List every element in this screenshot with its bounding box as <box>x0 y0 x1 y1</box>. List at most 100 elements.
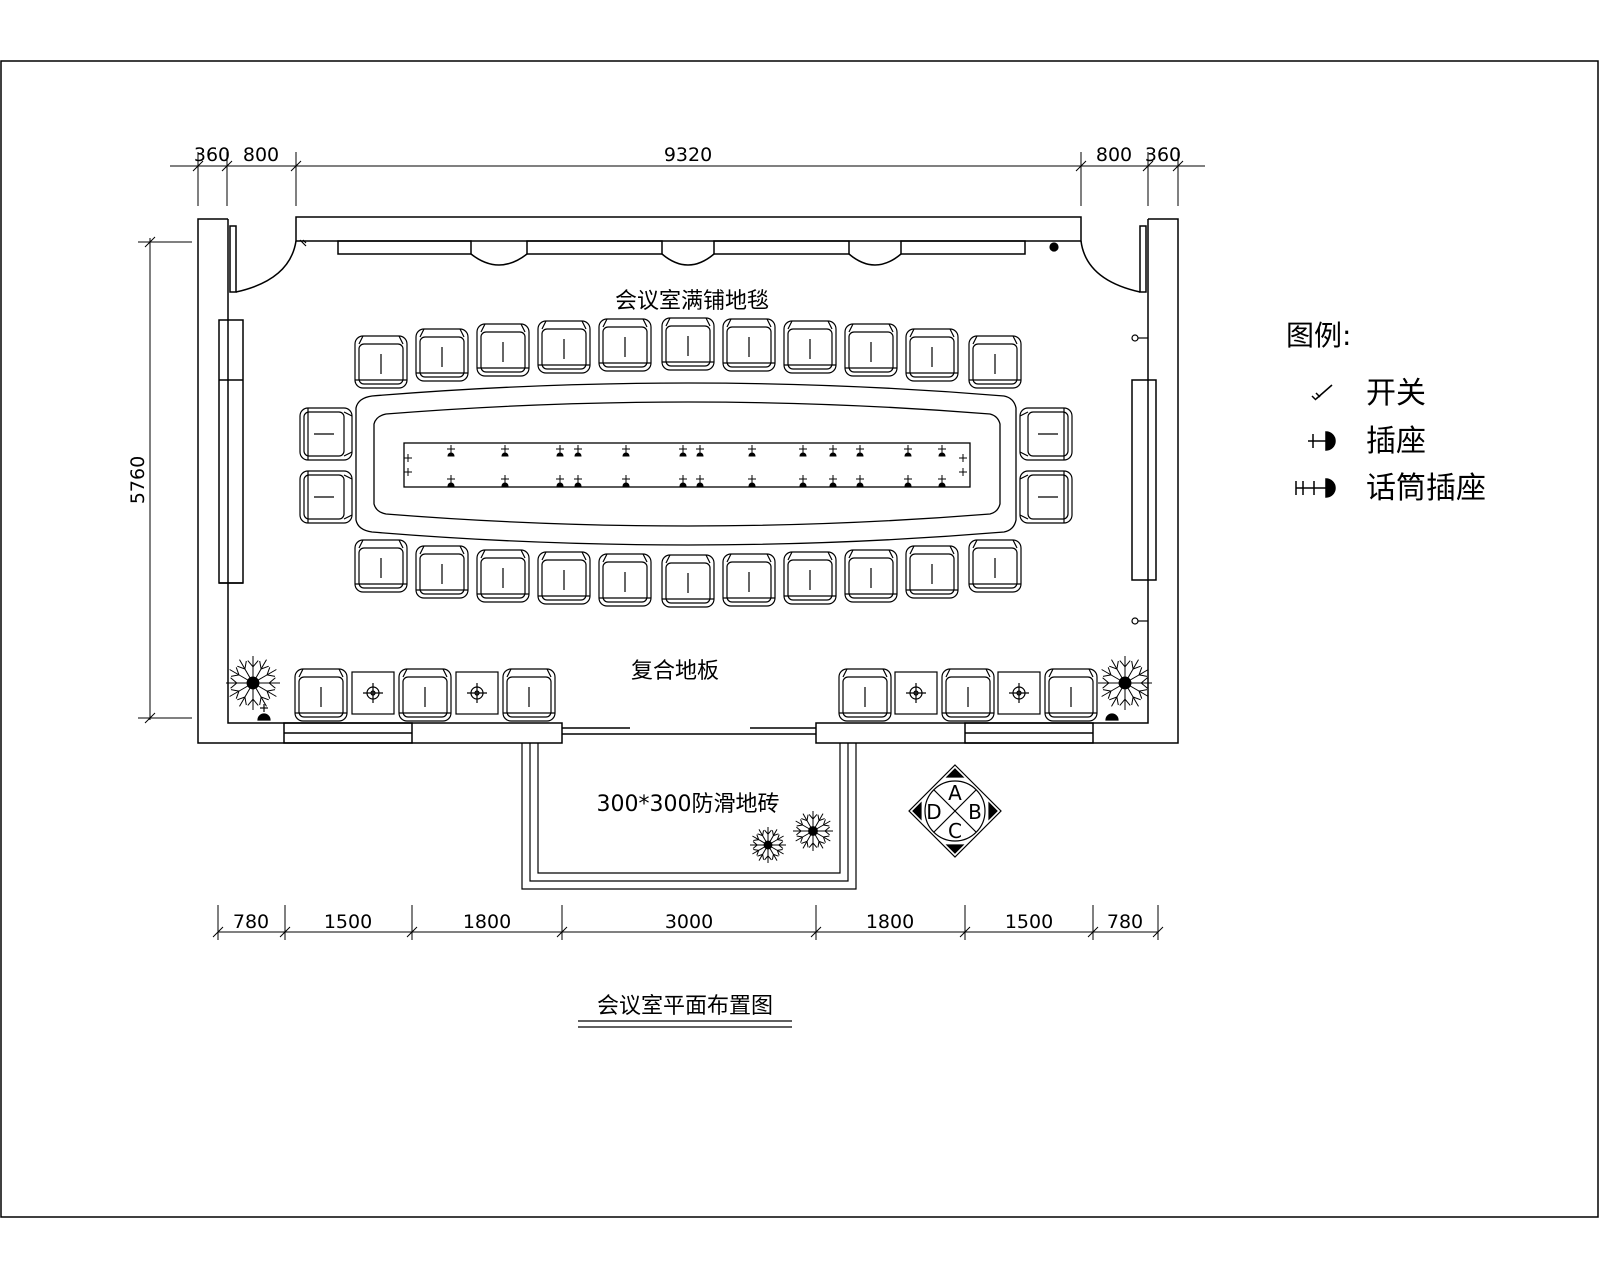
chair-bottom-2 <box>415 545 469 599</box>
table-outlet <box>799 475 807 487</box>
chair-bottom-11 <box>968 539 1022 593</box>
top-dim-4: 800 <box>1096 144 1132 166</box>
plant-lobby-2 <box>793 811 833 851</box>
table-outlet <box>799 445 807 457</box>
table-outlet <box>938 475 946 487</box>
chair-bottom-6 <box>661 554 715 608</box>
top-dimension-line <box>170 152 1205 206</box>
chair-top-8 <box>783 320 837 374</box>
table-outlet <box>501 475 509 487</box>
chair-right-1 <box>1019 407 1073 461</box>
chair-bottom-1 <box>354 539 408 593</box>
chair-bottom-4 <box>537 551 591 605</box>
compass-d: D <box>926 800 941 824</box>
top-dim-5: 360 <box>1145 144 1181 166</box>
table-outlet <box>574 445 582 457</box>
table-outlet <box>556 475 564 487</box>
table-outlet <box>938 445 946 457</box>
table-outlet <box>856 445 864 457</box>
chair-top-1 <box>354 335 408 389</box>
chair-wall-4 <box>838 668 892 722</box>
plants <box>226 656 1152 863</box>
top-dim-3: 9320 <box>664 144 712 166</box>
plant-right <box>1098 656 1152 710</box>
chair-top-4 <box>537 320 591 374</box>
chair-top-5 <box>598 318 652 372</box>
bottom-dim-4: 3000 <box>665 911 713 933</box>
table-outlet <box>829 475 837 487</box>
chair-top-11 <box>968 335 1022 389</box>
room-walls <box>197 216 1179 744</box>
conference-table <box>355 382 1017 546</box>
chair-wall-1 <box>294 668 348 722</box>
chair-bottom-5 <box>598 553 652 607</box>
chair-wall-3 <box>502 668 556 722</box>
top-dim-2: 800 <box>243 144 279 166</box>
bottom-dim-6: 1500 <box>1005 911 1053 933</box>
table-outlet <box>622 475 630 487</box>
chair-wall-6 <box>1044 668 1098 722</box>
table-outlet <box>904 475 912 487</box>
chair-wall-5 <box>941 668 995 722</box>
tile-label: 300*300防滑地砖 <box>597 792 780 817</box>
chair-bottom-3 <box>476 549 530 603</box>
carpet-label: 会议室满铺地毯 <box>615 289 769 314</box>
sheet-frame <box>0 60 1599 1218</box>
chair-top-6 <box>661 317 715 371</box>
chair-bottom-9 <box>844 549 898 603</box>
chair-top-7 <box>722 318 776 372</box>
table-outlet <box>748 475 756 487</box>
table-outlet <box>574 475 582 487</box>
side-table-3 <box>894 671 938 715</box>
table-outlet <box>501 445 509 457</box>
orientation-symbol <box>908 764 1002 858</box>
chair-left-1 <box>299 407 353 461</box>
table-outlet <box>679 445 687 457</box>
chair-top-2 <box>415 328 469 382</box>
bottom-dim-3: 1800 <box>463 911 511 933</box>
table-outlets <box>404 445 967 487</box>
legend-title: 图例: <box>1286 319 1351 352</box>
table-outlet <box>959 468 967 476</box>
switch-icon <box>1311 384 1333 401</box>
table-outlet <box>622 445 630 457</box>
plant-lobby-1 <box>750 827 786 863</box>
legend-label-socket: 插座 <box>1366 424 1426 459</box>
chair-top-9 <box>844 323 898 377</box>
side-table-2 <box>455 671 499 715</box>
left-dim: 5760 <box>127 456 149 504</box>
table-outlet <box>748 445 756 457</box>
chair-bottom-8 <box>783 551 837 605</box>
table-outlet <box>447 475 455 487</box>
socket-icon <box>1308 431 1336 451</box>
bottom-dimension-line <box>212 905 1164 940</box>
chair-wall-2 <box>398 668 452 722</box>
table-outlet <box>696 475 704 487</box>
bottom-dim-7: 780 <box>1107 911 1143 933</box>
legend-label-mic-socket: 话筒插座 <box>1366 471 1486 506</box>
wall-sockets <box>257 239 1148 721</box>
table-outlet <box>679 475 687 487</box>
top-dim-1: 360 <box>194 144 230 166</box>
chair-right-2 <box>1019 470 1073 524</box>
chair-bottom-10 <box>905 545 959 599</box>
chair-top-3 <box>476 323 530 377</box>
chair-bottom-7 <box>722 553 776 607</box>
chairs <box>294 317 1098 722</box>
table-outlet <box>904 445 912 457</box>
table-outlet <box>404 468 412 476</box>
side-table-4 <box>997 671 1041 715</box>
compass-b: B <box>968 800 982 824</box>
mic-socket-icon <box>1295 478 1336 498</box>
table-outlet <box>556 445 564 457</box>
side-table-1 <box>351 671 395 715</box>
chair-top-10 <box>905 328 959 382</box>
table-outlet <box>404 454 412 462</box>
left-dimension-line <box>138 236 192 724</box>
table-outlet <box>447 445 455 457</box>
side-tables <box>351 671 1041 715</box>
plant-left <box>226 656 280 710</box>
bottom-dim-1: 780 <box>233 911 269 933</box>
table-outlet <box>696 445 704 457</box>
